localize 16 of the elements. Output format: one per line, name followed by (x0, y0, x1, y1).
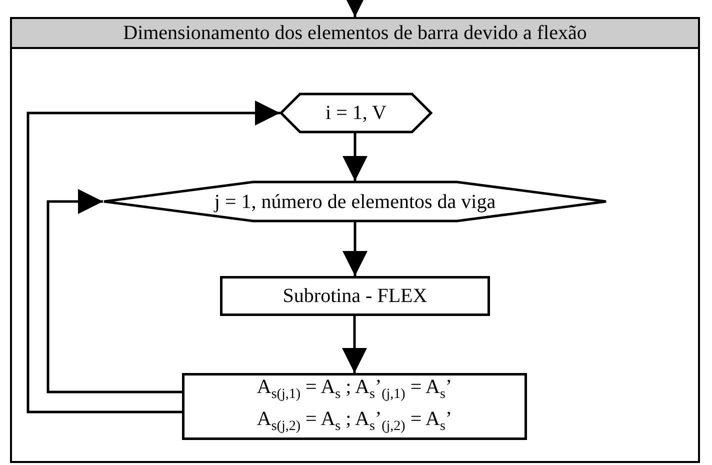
loop-label: i = 1, V (326, 101, 386, 125)
arrow (342, 133, 368, 181)
loop-hexagon (103, 181, 607, 222)
process-box (220, 276, 490, 316)
process-label: Subrotina - FLEX (282, 284, 428, 308)
process-box (182, 373, 527, 440)
arrow (26, 100, 280, 414)
arrow (46, 189, 182, 394)
process-label: A$_{s(j,1)}$ = A$_{s}$ ; A$_{s}$’$_{(j,1)}$ = A$_{s}$’ (256, 374, 452, 404)
process-label: A$_{s(j,2)}$ = A$_{s}$ ; A$_{s}$’$_{(j,2)}$ = A$_{s}$’ (256, 406, 452, 436)
arrow (342, 222, 368, 276)
process-panel (10, 17, 700, 463)
arrow (342, 316, 367, 373)
loop-label: j = 1, número de elementos da viga (214, 190, 496, 214)
loop-hexagon (280, 93, 432, 133)
panel-heading: Dimensionamento dos elementos de barra devido a flexão (12, 19, 698, 49)
